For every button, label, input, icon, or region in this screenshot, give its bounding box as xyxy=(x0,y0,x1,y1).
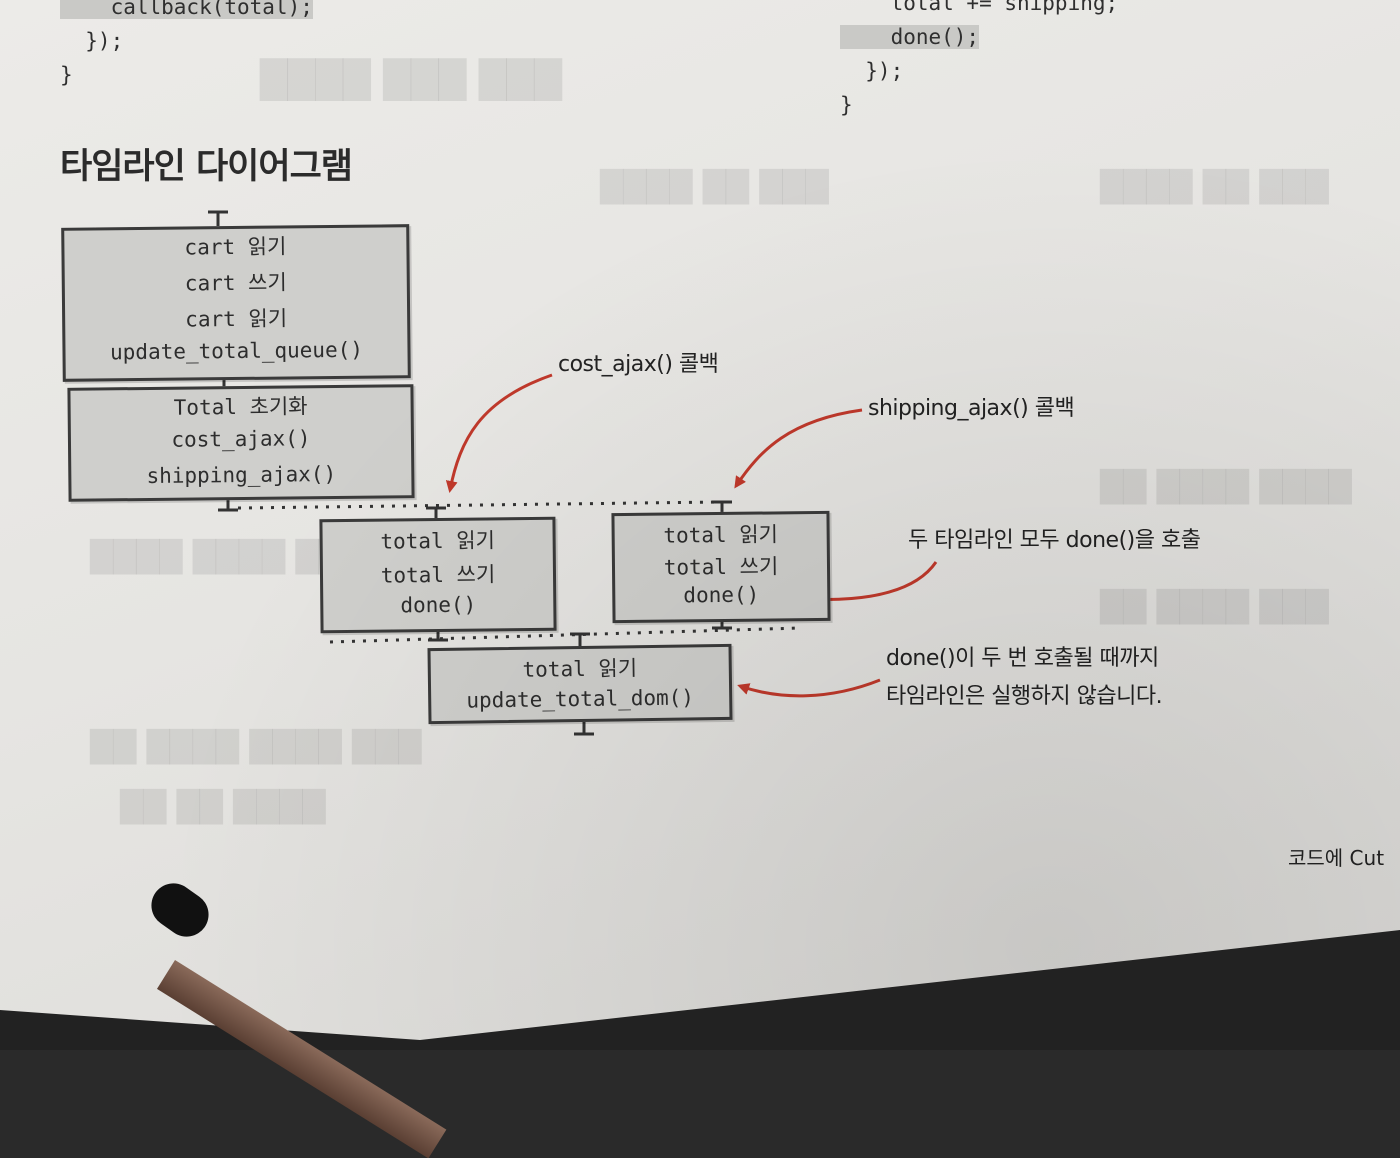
shipping-callback-arrow xyxy=(734,408,863,489)
cost-callback-box: total 읽기 total 쓰기 done() xyxy=(319,516,557,634)
action-label: shipping_ajax() xyxy=(146,462,337,488)
section-title: 타임라인 다이어그램 xyxy=(60,147,353,187)
bleed-through-text: ████ ██ ███ xyxy=(1100,170,1329,205)
action-label: Total 초기화 xyxy=(173,394,308,420)
code-line: } xyxy=(60,63,73,87)
action-label: update_total_dom() xyxy=(466,685,695,713)
action-label: cart 읽기 xyxy=(185,306,288,332)
action-label: update_total_queue() xyxy=(109,337,364,365)
action-label: done() xyxy=(400,592,477,618)
bleed-through-text: ████ ███ ███ xyxy=(260,60,562,101)
code-block-right: total += shipping; done(); }); } xyxy=(840,0,1118,122)
code-line: }); xyxy=(60,29,124,53)
bleed-through-text: ██ ████ ████ xyxy=(1100,470,1352,505)
action-label: total 읽기 xyxy=(380,528,496,554)
shipping-callback-box: total 읽기 total 쓰기 done() xyxy=(611,510,831,624)
book-page: ████ ███ ███ ████ ██ ███ ████ ██ ███ ███… xyxy=(0,0,1400,1050)
footer-text: 코드에 Cut xyxy=(1288,846,1385,870)
sync-line-1 xyxy=(237,500,721,510)
sync-line-2 xyxy=(329,626,801,644)
annotation-wait-line2: 타임라인은 실행하지 않습니다. xyxy=(886,684,1163,709)
annotation-cost-callback: cost_ajax() 콜백 xyxy=(558,352,719,377)
code-line: callback(total); xyxy=(60,0,313,19)
bleed-through-text: ██ ████ ███ xyxy=(1100,590,1329,625)
code-line: done(); xyxy=(840,25,980,49)
action-label: total 쓰기 xyxy=(663,554,779,580)
code-block-left: callback(total); }); } xyxy=(60,0,313,92)
wait-arrow xyxy=(737,678,881,698)
bleed-through-text: ██ ████ ████ ███ xyxy=(90,730,422,765)
timeline-diagram xyxy=(237,373,938,698)
code-line: total += shipping; xyxy=(840,0,1119,15)
action-label: total 읽기 xyxy=(663,522,779,548)
init-and-ajax-box: Total 초기화 cost_ajax() shipping_ajax() xyxy=(67,384,415,502)
action-label: total 쓰기 xyxy=(380,562,496,588)
cost-callback-arrow xyxy=(445,373,553,493)
annotation-wait-line1: done()이 두 번 호출될 때까지 xyxy=(886,646,1159,671)
action-label: total 읽기 xyxy=(522,656,638,682)
bleed-through-text: ████ ████ ███ xyxy=(90,540,365,575)
bleed-through-text: ██ ██ ████ xyxy=(120,790,326,825)
action-label: done() xyxy=(683,582,760,608)
annotation-shipping-callback: shipping_ajax() 콜백 xyxy=(868,396,1075,421)
dom-update-box: total 읽기 update_total_dom() xyxy=(427,643,733,725)
annotation-both-done: 두 타임라인 모두 done()을 호출 xyxy=(908,528,1201,553)
bleed-through-text: ████ ██ ███ xyxy=(600,170,829,205)
code-line: } xyxy=(840,93,853,117)
action-label: cart 읽기 xyxy=(184,234,287,260)
cart-operations-box: cart 읽기 cart 쓰기 cart 읽기 update_total_que… xyxy=(61,224,411,382)
action-label: cart 쓰기 xyxy=(184,270,287,296)
action-label: cost_ajax() xyxy=(171,426,311,452)
code-line: }); xyxy=(840,59,904,83)
